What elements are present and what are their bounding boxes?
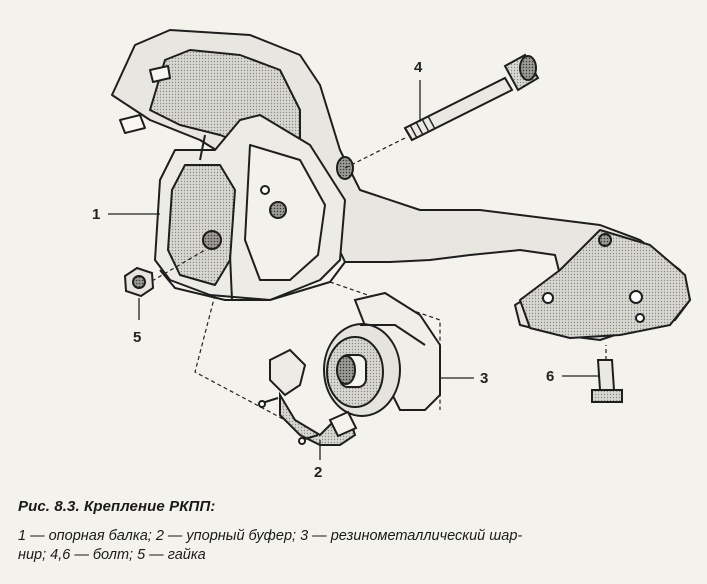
thrust-buffer bbox=[258, 348, 358, 446]
bolt-6 bbox=[591, 359, 623, 403]
callout-3: 3 bbox=[480, 370, 488, 387]
callout-6: 6 bbox=[546, 368, 554, 385]
nut-5 bbox=[123, 266, 155, 298]
technical-illustration: 1 2 3 4 5 6 bbox=[92, 29, 691, 481]
bolt-4 bbox=[403, 53, 540, 142]
rubber-metal-hinge bbox=[323, 291, 441, 417]
callout-4: 4 bbox=[414, 59, 423, 76]
callout-2: 2 bbox=[314, 464, 322, 481]
figure-caption: Рис. 8.3. Крепление РКПП: 1 — опорная ба… bbox=[18, 498, 690, 565]
legend-line-2: нир; 4,6 — болт; 5 — гайка bbox=[18, 547, 206, 563]
callout-5: 5 bbox=[133, 329, 141, 346]
callout-1: 1 bbox=[92, 206, 100, 223]
support-beam bbox=[111, 29, 691, 341]
caption-legend: 1 — опорная балка; 2 — упорный буфер; 3 … bbox=[18, 527, 690, 565]
leader-lines bbox=[108, 80, 598, 460]
caption-title: Рис. 8.3. Крепление РКПП: bbox=[18, 498, 216, 515]
legend-line-1: 1 — опорная балка; 2 — упорный буфер; 3 … bbox=[18, 528, 523, 544]
